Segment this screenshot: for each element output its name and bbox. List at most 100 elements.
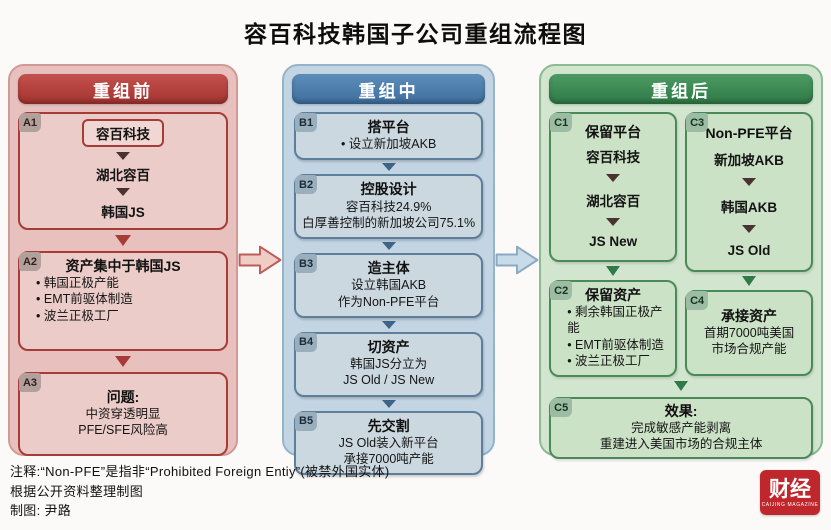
arrow-during-to-after-icon: [495, 245, 539, 275]
badge-c4: C4: [686, 291, 709, 310]
after-right-column: C3 Non-PFE平台 新加坡AKB 韩国AKB JS Old C4 承接资产…: [685, 112, 813, 377]
down-arrow-icon: [742, 225, 757, 234]
down-arrow-icon: [116, 188, 131, 197]
step-b5-title: 先交割: [367, 417, 410, 434]
bullet-item: 剩余韩国正极产能: [567, 304, 669, 337]
panel-after: 重组后 C1 保留平台 容百科技 湖北容百 JS New C2 保留资产: [539, 64, 823, 460]
badge-c2: C2: [550, 281, 573, 300]
badge-b4: B4: [295, 332, 318, 352]
group-c5-line: 重建进入美国市场的合规主体: [599, 437, 763, 452]
group-a3: A3 问题: 中资穿透明显 PFE/SFE风险高: [18, 372, 229, 456]
step-b5-line: 承接7000吨产能: [343, 451, 434, 466]
panel-after-header: 重组后: [549, 74, 813, 104]
badge-c3: C3: [686, 113, 709, 132]
down-arrow-icon: [606, 218, 621, 227]
footer-note: 根据公开资料整理制图: [10, 483, 144, 499]
step-b1-title: 搭平台: [367, 119, 410, 135]
step-b3-line: 设立韩国AKB: [351, 278, 427, 293]
chain-node: 韩国JS: [101, 204, 145, 220]
footer-note: 制图: 尹路: [10, 503, 72, 518]
group-c5-title: 效果:: [664, 402, 698, 419]
down-arrow-icon: [606, 266, 621, 276]
badge-c1: C1: [550, 113, 573, 132]
down-arrow-icon: [116, 151, 131, 160]
down-arrow-icon: [115, 235, 132, 246]
badge-b1: B1: [295, 113, 318, 132]
down-arrow-icon: [381, 320, 396, 329]
chain-node: 韩国AKB: [720, 199, 778, 215]
step-b5: B5 先交割 JS Old装入新平台 承接7000吨产能: [294, 410, 484, 476]
caijing-logo-text: 财经: [769, 475, 811, 501]
group-a1: A1 容百科技 湖北容百 韩国JS: [18, 112, 229, 230]
group-c2: C2 保留资产 剩余韩国正极产能 EMT前驱体制造 波兰正极工厂: [549, 280, 678, 378]
group-a3-line: 中资穿透明显: [85, 406, 161, 421]
badge-a3: A3: [19, 373, 41, 392]
group-c4: C4 承接资产 首期7000吨美国 市场合规产能: [685, 290, 813, 376]
group-c2-title: 保留资产: [585, 287, 642, 303]
down-arrow-icon: [381, 242, 396, 251]
group-a3-line: PFE/SFE风险高: [78, 423, 168, 438]
group-c4-line: 市场合规产能: [711, 342, 787, 357]
arrow-before-to-during-icon: [238, 245, 282, 275]
step-b4-line: JS Old / JS New: [343, 373, 435, 388]
step-b1-line: 设立新加坡AKB: [302, 136, 475, 152]
badge-a2: A2: [19, 252, 41, 271]
bullet-item: EMT前驱体制造: [36, 291, 220, 307]
down-arrow-icon: [674, 381, 689, 392]
chain-node: 容百科技: [586, 150, 641, 166]
bullet-item: 波兰正极工厂: [36, 308, 220, 324]
badge-c5: C5: [550, 398, 573, 418]
step-b2-line: 容百科技24.9%: [345, 199, 432, 214]
step-b2: B2 控股设计 容百科技24.9% 白厚善控制的新加坡公司75.1%: [294, 174, 484, 240]
group-c1: C1 保留平台 容百科技 湖北容百 JS New: [549, 112, 678, 262]
step-b2-title: 控股设计: [360, 181, 417, 198]
panel-during: 重组中 B1 搭平台 设立新加坡AKB B2 控股设计 容百科技24.9% 白厚…: [282, 64, 496, 476]
down-arrow-icon: [381, 163, 396, 172]
group-c2-bullets: 剩余韩国正极产能 EMT前驱体制造 波兰正极工厂: [557, 304, 669, 369]
group-c5: C5 效果: 完成敏感产能剥离 重建进入美国市场的合规主体: [549, 397, 813, 460]
group-c4-line: 首期7000吨美国: [703, 325, 795, 340]
down-arrow-icon: [742, 276, 757, 286]
step-b1: B1 搭平台 设立新加坡AKB: [294, 112, 484, 161]
group-c1-title: 保留平台: [585, 123, 642, 140]
chain-node: 容百科技: [82, 119, 165, 148]
chain-node: JS Old: [727, 242, 771, 258]
page-title: 容百科技韩国子公司重组流程图: [244, 21, 587, 47]
chain-node: 湖北容百: [96, 167, 151, 183]
step-b5-line: JS Old装入新平台: [338, 435, 439, 450]
flowchart-body: 重组前 A1 容百科技 湖北容百 韩国JS A2 资产集中于韩国JS 韩国正极产…: [8, 64, 823, 476]
badge-b3: B3: [295, 254, 318, 274]
chain-node: 湖北容百: [586, 194, 641, 210]
gap-during-after: [495, 64, 539, 456]
bullet-item: 波兰正极工厂: [567, 353, 669, 369]
after-left-column: C1 保留平台 容百科技 湖北容百 JS New C2 保留资产 剩余韩国正极产…: [549, 112, 678, 378]
panel-during-header: 重组中: [292, 74, 486, 104]
caijing-logo: 财经 CAIJING MAGAZINE: [760, 470, 820, 515]
group-c3-title: Non-PFE平台: [705, 125, 793, 142]
step-b3: B3 造主体 设立韩国AKB 作为Non-PFE平台: [294, 253, 484, 318]
chain-node: JS New: [589, 234, 638, 249]
down-arrow-icon: [606, 174, 621, 183]
badge-b5: B5: [295, 411, 318, 431]
group-c5-line: 完成敏感产能剥离: [631, 421, 732, 436]
down-arrow-icon: [115, 356, 132, 367]
step-b4: B4 切资产 韩国JS分立为 JS Old / JS New: [294, 331, 484, 397]
caijing-logo-subtext: CAIJING MAGAZINE: [761, 501, 819, 508]
step-b2-line: 白厚善控制的新加坡公司75.1%: [302, 215, 476, 230]
step-b3-title: 造主体: [367, 260, 410, 277]
step-b4-title: 切资产: [367, 338, 410, 355]
group-a2: A2 资产集中于韩国JS 韩国正极产能 EMT前驱体制造 波兰正极工厂: [18, 251, 229, 351]
step-b3-line: 作为Non-PFE平台: [337, 294, 440, 309]
chain-node: 新加坡AKB: [714, 152, 784, 168]
down-arrow-icon: [381, 399, 396, 408]
group-a3-title: 问题:: [106, 388, 140, 405]
down-arrow-icon: [742, 178, 757, 187]
gap-before-during: [238, 64, 282, 456]
group-a2-bullets: 韩国正极产能 EMT前驱体制造 波兰正极工厂: [26, 275, 220, 324]
group-c3: C3 Non-PFE平台 新加坡AKB 韩国AKB JS Old: [685, 112, 813, 272]
panel-before-header: 重组前: [18, 74, 229, 104]
bullet-item: 韩国正极产能: [36, 275, 220, 291]
panel-before: 重组前 A1 容百科技 湖北容百 韩国JS A2 资产集中于韩国JS 韩国正极产…: [8, 64, 239, 456]
step-b4-line: 韩国JS分立为: [350, 357, 428, 371]
group-a2-title: 资产集中于韩国JS: [65, 258, 181, 274]
